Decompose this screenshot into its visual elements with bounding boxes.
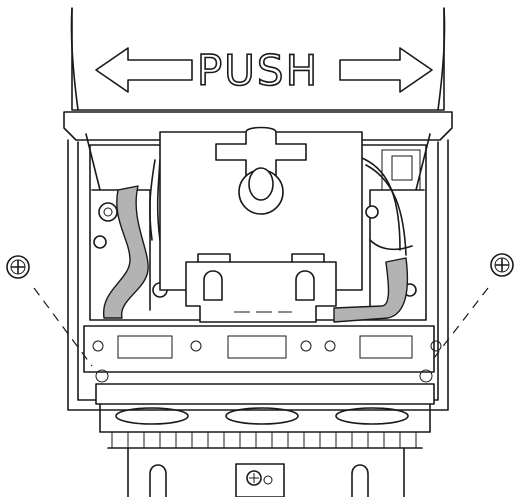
right-cover-screw <box>433 253 514 359</box>
terminal-slot <box>359 335 413 359</box>
terminal-strip <box>83 325 442 383</box>
ribbon-cable-right <box>333 257 409 323</box>
left-cover-screw <box>6 255 93 367</box>
left-arrow-icon <box>95 47 193 93</box>
terminal-slot <box>117 335 173 359</box>
terminal-cover <box>70 7 446 111</box>
push-label: PUSH <box>197 46 319 95</box>
terminal-slot <box>227 335 287 359</box>
push-instruction: PUSH <box>95 45 433 96</box>
bottom-fins <box>95 383 435 449</box>
right-arrow-icon <box>339 47 433 93</box>
control-board <box>159 126 363 291</box>
mounting-plate <box>127 447 405 497</box>
ribbon-cable-left <box>103 185 149 319</box>
bracket <box>185 253 337 323</box>
ribbon-cables <box>103 185 409 323</box>
inner-compartment <box>89 144 427 321</box>
